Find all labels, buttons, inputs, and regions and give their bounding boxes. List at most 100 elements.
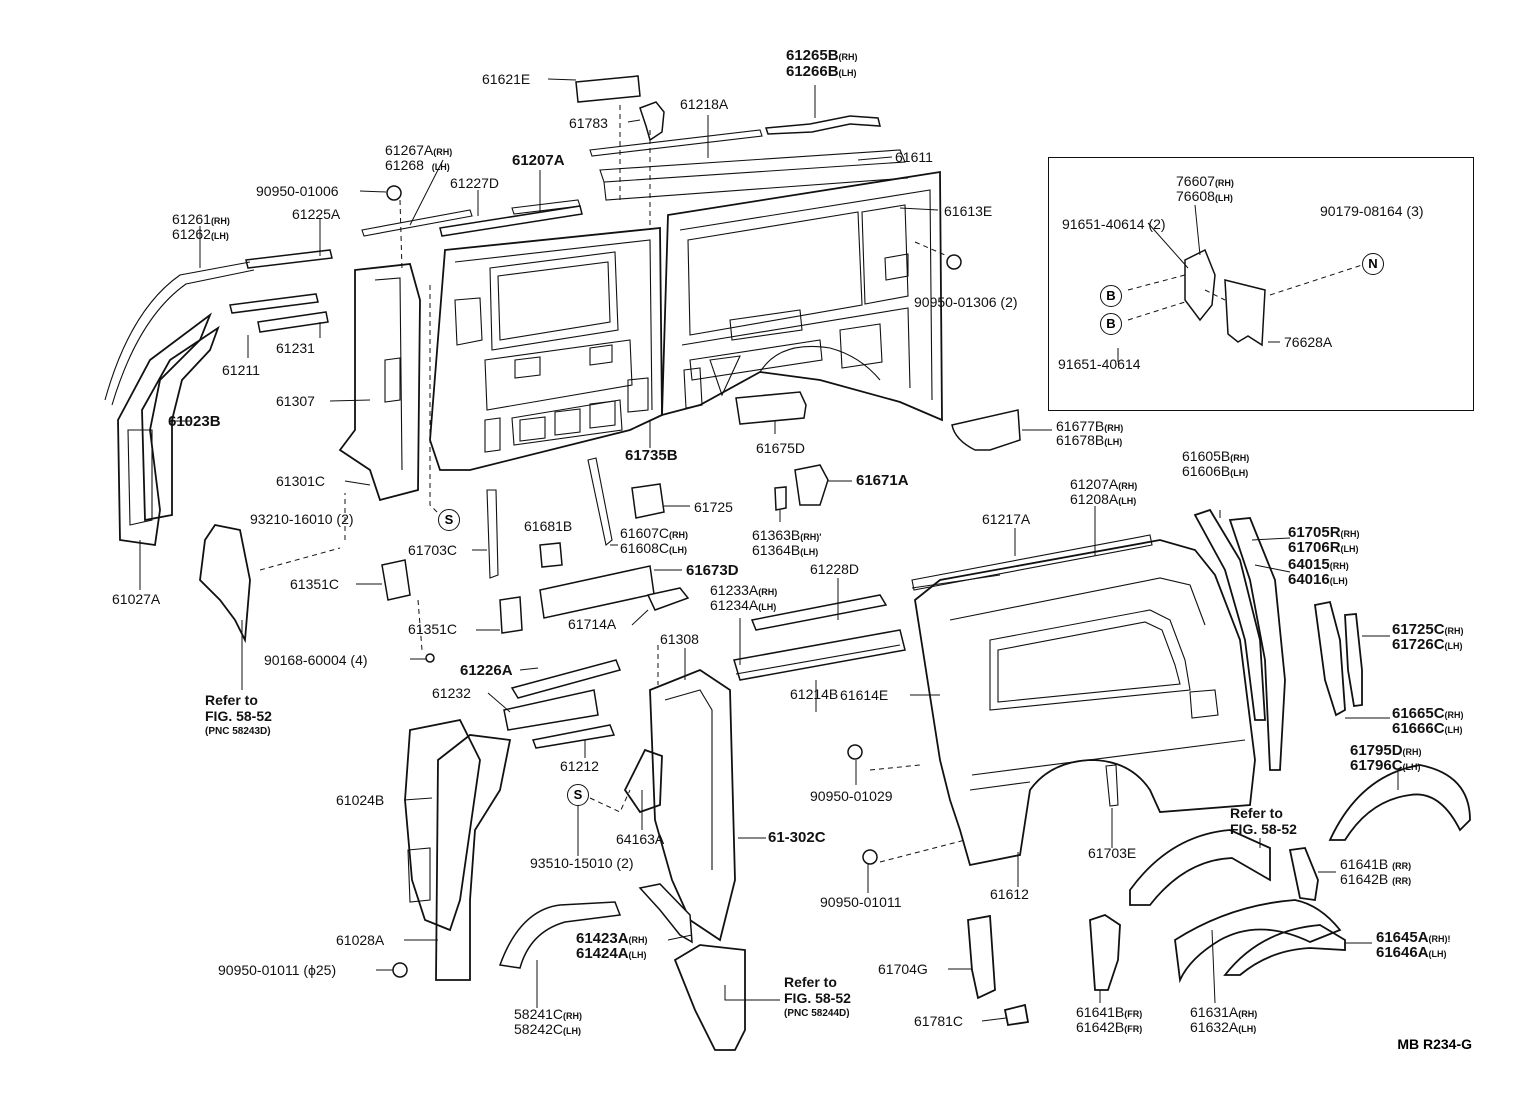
front-pillars [117,263,746,1051]
label-61614E: 61614E [840,687,889,703]
label-61028A: 61028A [336,932,385,948]
label-61704G: 61704G [878,961,928,977]
label-58241C: 58241C(RH) [514,1006,583,1022]
label-61261: 61261(RH) [172,211,230,227]
label-61307: 61307 [276,393,315,409]
inset-box [1048,157,1474,411]
label-61725: 61725 [694,499,733,515]
label-61207A-top: 61207A [512,152,565,169]
label-61725C: 61725C(RH) [1392,621,1464,638]
inset-bracket [1184,248,1266,347]
ref-note-mid-3: (PNC 58244D) [784,1008,850,1019]
callout-b-upper: B [1100,285,1122,307]
label-61607C: 61607C(RH) [620,525,689,541]
label-91651-40614-b: 91651-40614 [1058,356,1141,372]
label-61641B-rr: 61641B (RR) [1340,856,1412,872]
panel-61614E [911,534,1256,867]
label-61211: 61211 [222,362,260,378]
ref-note-right-2: FIG. 58-52 [1230,821,1297,837]
label-61302C: 61-302C [768,829,826,846]
label-90168-60004: 90168-60004 (4) [264,652,368,668]
label-61214B: 61214B [790,686,839,702]
label-61024B: 61024B [336,792,385,808]
label-61781C: 61781C [914,1013,964,1029]
ref-note-left-2: FIG. 58-52 [205,708,272,724]
label-61308: 61308 [660,631,699,647]
label-61265B: 61265B(RH) [786,47,858,64]
label-93510-15010: 93510-15010 (2) [530,855,634,871]
fasteners [386,185,962,978]
roof-rails [104,75,881,406]
label-61642B-rr: 61642B (RR) [1340,871,1412,887]
ref-note-mid-2: FIG. 58-52 [784,990,851,1006]
label-90950-01011-b: 90950-01011 (ϕ25) [218,962,337,978]
label-58242C: 58242C(LH) [514,1021,582,1037]
label-61705R: 61705R(RH) [1288,524,1360,541]
callout-b-lower: B [1100,313,1122,335]
label-61351C-b: 61351C [408,621,458,637]
label-61678B: 61678B(LH) [1056,432,1123,448]
label-61301C: 61301C [276,473,326,489]
label-61621E: 61621E [482,71,531,87]
label-61631A: 61631A(RH) [1190,1004,1258,1020]
label-61673D: 61673D [686,562,739,579]
label-64163A: 64163A [616,831,665,847]
rear-trims [967,508,1471,1027]
panel-61613E [661,170,943,422]
panel-61611 [429,149,909,471]
label-61423A: 61423A(RH) [576,930,648,947]
label-61611: 61611 [895,149,933,165]
label-61351C-a: 61351C [290,576,340,592]
label-61233A: 61233A(RH) [710,582,778,598]
label-61703C: 61703C [408,542,458,558]
label-61645A: 61645A(RH)! [1376,929,1451,946]
label-61714A: 61714A [568,616,617,632]
label-61364B: 61364B(LH) [752,542,819,558]
label-61613E: 61613E [944,203,993,219]
label-61226A: 61226A [460,662,513,679]
label-61266B: 61266B(LH) [786,63,857,80]
label-61606B: 61606B(LH) [1182,463,1249,479]
leader-lines [139,78,1399,1022]
label-90179-08164: 90179-08164 (3) [1320,203,1424,219]
label-61666C: 61666C(LH) [1392,720,1463,737]
label-61268: 61268 (LH) [385,157,450,173]
label-93210-16010: 93210-16010 (2) [250,511,354,527]
label-61232: 61232 [432,685,471,701]
label-61735B: 61735B [625,447,678,464]
label-61424A: 61424A(LH) [576,945,647,962]
label-61228D: 61228D [810,561,860,577]
dashed-lines [259,105,1363,863]
ref-note-right-1: Refer to [1230,805,1283,821]
diagram-code: MB R234-G [1397,1036,1472,1052]
label-61642B-fr: 61642B(FR) [1076,1019,1143,1035]
label-76607: 76607(RH) [1176,173,1234,189]
ref-note-left-1: Refer to [205,692,258,708]
label-64016: 64016(LH) [1288,571,1348,588]
ref-note-mid-1: Refer to [784,974,837,990]
callout-n: N [1362,253,1384,275]
label-61795D: 61795D(RH) [1350,742,1422,759]
label-61212: 61212 [560,758,599,774]
label-61783: 61783 [569,115,608,131]
label-61641B-fr: 61641B(FR) [1076,1004,1143,1020]
callout-s-lower: S [567,784,589,806]
label-61796C: 61796C(LH) [1350,757,1421,774]
label-61677B: 61677B(RH) [1056,418,1124,434]
brackets [381,391,1119,969]
label-90950-01306: 90950-01306 (2) [914,294,1018,310]
label-90950-01029: 90950-01029 [810,788,893,804]
label-61023B: 61023B [168,413,221,430]
label-61681B: 61681B [524,518,573,534]
label-61227D: 61227D [450,175,500,191]
label-76608: 76608(LH) [1176,188,1233,204]
label-91651-40614-a: 91651-40614 (2) [1062,216,1166,232]
label-61225A: 61225A [292,206,341,222]
label-61267A: 61267A(RH) [385,142,453,158]
label-61208A: 61208A(LH) [1070,491,1137,507]
label-90950-01006: 90950-01006 [256,183,339,199]
label-64015: 64015(RH) [1288,556,1349,573]
label-90950-01011-a: 90950-01011 [820,894,902,910]
label-61234A: 61234A(LH) [710,597,777,613]
label-61703E: 61703E [1088,845,1137,861]
